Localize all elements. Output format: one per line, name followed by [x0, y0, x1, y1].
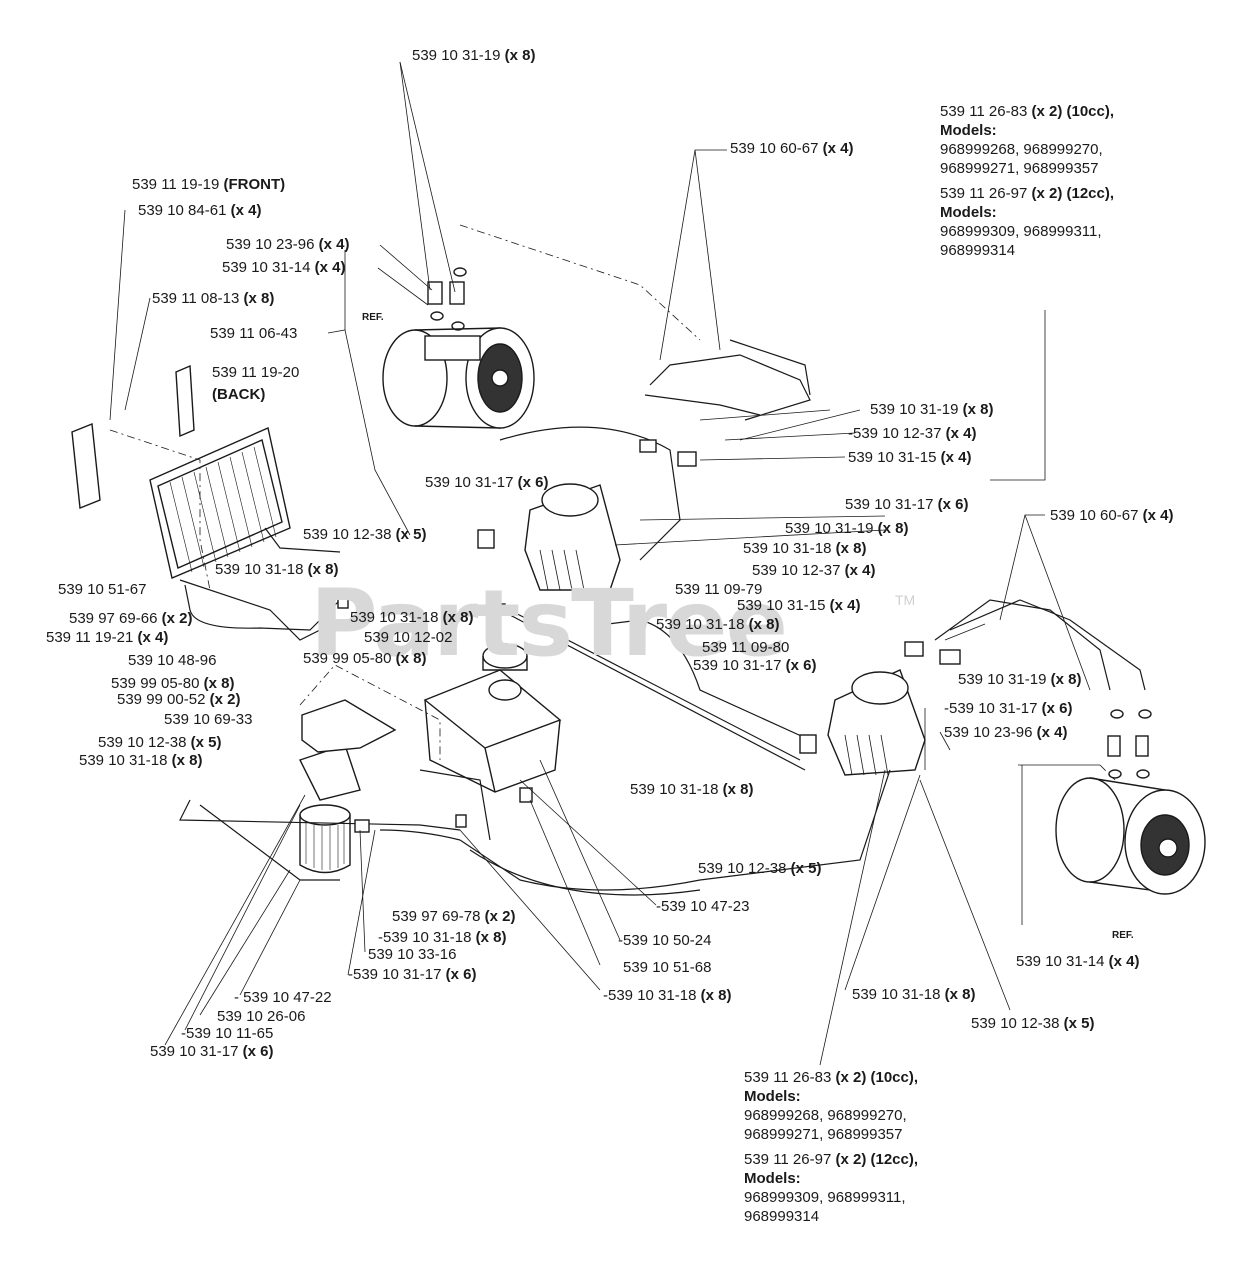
- part-label: 539 11 19-21 (x 4): [46, 629, 169, 646]
- part-label: -539 10 12-37 (x 4): [848, 425, 977, 442]
- part-label: 539 97 69-78 (x 2): [392, 908, 516, 925]
- part-label: 539 10 31-19 (x 8): [870, 401, 994, 418]
- part-label: 539 10 12-38 (x 5): [971, 1015, 1095, 1032]
- part-label: 539 10 60-67 (x 4): [1050, 507, 1174, 524]
- part-label: 539 10 69-33: [164, 711, 253, 728]
- part-label: 539 10 31-19 (x 8): [412, 47, 536, 64]
- part-label: 539 10 31-18 (x 8): [215, 561, 339, 578]
- part-label: 539 10 23-96 (x 4): [944, 724, 1068, 741]
- part-label: 539 10 51-67: [58, 581, 147, 598]
- part-label: -539 10 31-17 (x 6): [348, 966, 477, 983]
- model-block-top: 539 11 26-83 (x 2) (10cc), Models: 96899…: [940, 103, 1115, 259]
- leader-lines: [109, 61, 1100, 1066]
- part-label: -539 10 11-65: [181, 1025, 274, 1042]
- part-label: 539 10 31-18 (x 8): [743, 540, 867, 557]
- filter-bracket: [301, 699, 397, 753]
- pump-lower: [827, 669, 926, 776]
- part-label: 539 10 31-18 (x 8): [79, 752, 203, 769]
- part-label: -539 10 31-18 (x 8): [603, 987, 732, 1004]
- part-label: -539 10 47-23: [656, 898, 750, 915]
- reservoir-tank: [423, 643, 562, 793]
- ref-label: REF.: [1112, 930, 1134, 941]
- part-label: 539 11 19-19 (FRONT): [132, 176, 286, 193]
- model-block-bottom: 539 11 26-83 (x 2) (10cc), Models: 96899…: [744, 1069, 919, 1225]
- part-label: 539 10 31-18 (x 8): [656, 616, 780, 633]
- part-label: 539 99 05-80 (x 8): [111, 675, 235, 692]
- part-label: 539 11 06-43: [210, 325, 298, 342]
- back-bracket: [175, 364, 195, 438]
- part-label: 539 10 31-15 (x 4): [848, 449, 972, 466]
- wheel-motor-right: [1055, 777, 1206, 895]
- oil-cooler: [149, 427, 291, 579]
- part-label: 539 10 48-96: [128, 652, 217, 669]
- part-label: 539 11 19-20: [212, 364, 300, 381]
- oil-filter: [299, 744, 361, 874]
- part-label: - 539 10 47-22: [234, 989, 332, 1006]
- part-label: 539 10 31-18 (x 8): [350, 609, 474, 626]
- part-label: 539 10 31-19 (x 8): [785, 520, 909, 537]
- part-label: 539 10 31-14 (x 4): [222, 259, 346, 276]
- watermark-trademark: TM: [895, 592, 916, 608]
- fittings: [337, 267, 1152, 833]
- part-label: 539 99 05-80 (x 8): [303, 650, 427, 667]
- pump-upper: [524, 483, 621, 591]
- part-label: 539 10 23-96 (x 4): [226, 236, 350, 253]
- part-label: 539 11 09-80: [702, 639, 790, 656]
- hydraulic-lines: [179, 339, 1146, 896]
- part-label: 539 10 12-38 (x 5): [98, 734, 222, 751]
- part-label: 539 10 51-68: [623, 959, 712, 976]
- part-label: 539 10 84-61 (x 4): [138, 202, 262, 219]
- part-label: 539 10 12-37 (x 4): [752, 562, 876, 579]
- part-label: 539 10 31-15 (x 4): [737, 597, 861, 614]
- part-label: 539 10 33-16: [368, 946, 457, 963]
- wheel-motor-left: [382, 327, 535, 429]
- watermark: PartsTree: [310, 570, 788, 677]
- ref-label: REF.: [362, 312, 384, 323]
- part-label-back: (BACK): [212, 386, 266, 403]
- part-label: 539 10 26-06: [217, 1008, 306, 1025]
- part-label: 539 11 08-13 (x 8): [152, 290, 275, 307]
- part-label: -539 10 31-18 (x 8): [378, 929, 507, 946]
- part-label: 539 10 31-17 (x 6): [693, 657, 817, 674]
- part-label: -539 10 50-24: [618, 932, 712, 949]
- part-label: 539 99 00-52 (x 2): [117, 691, 241, 708]
- part-label: 539 10 12-38 (x 5): [303, 526, 427, 543]
- part-label: 539 10 31-17 (x 6): [845, 496, 969, 513]
- part-label: 539 10 31-18 (x 8): [852, 986, 976, 1003]
- part-label: 539 10 31-19 (x 8): [958, 671, 1082, 688]
- part-label: 539 11 09-79: [675, 581, 763, 598]
- part-label: 539 10 60-67 (x 4): [730, 140, 854, 157]
- part-label: 539 10 31-18 (x 8): [630, 781, 754, 798]
- part-label: 539 10 12-38 (x 5): [698, 860, 822, 877]
- part-label: 539 10 12-02: [364, 629, 453, 646]
- front-bracket: [71, 423, 101, 509]
- part-label: 539 10 31-17 (x 6): [150, 1043, 274, 1060]
- part-label: -539 10 31-17 (x 6): [944, 700, 1073, 717]
- part-label: 539 10 31-17 (x 6): [425, 474, 549, 491]
- part-label: 539 10 31-14 (x 4): [1016, 953, 1140, 970]
- part-label: 539 97 69-66 (x 2): [69, 610, 193, 627]
